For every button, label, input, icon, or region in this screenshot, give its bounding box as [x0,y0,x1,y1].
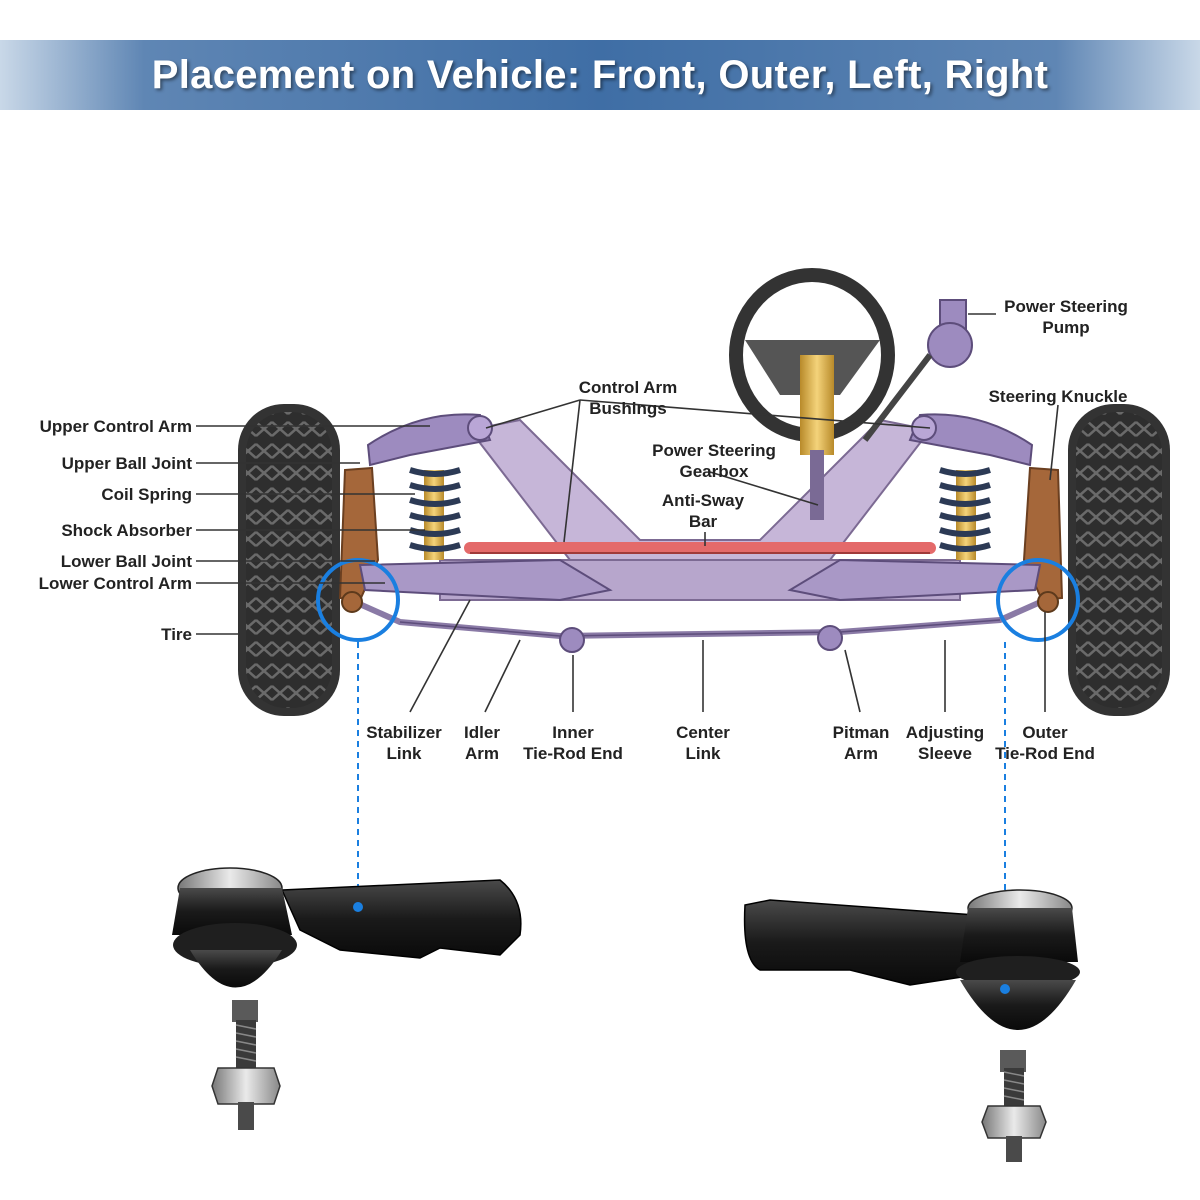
label-stabilizer-link-1: Stabilizer [366,723,442,742]
left-lower-control-arm [358,558,613,602]
label-power-steering-gearbox-1: Power Steering [652,441,776,460]
label-tire: Tire [161,625,192,644]
banner-title: Placement on Vehicle: Front, Outer, Left… [151,52,1049,97]
left-callouts: Upper Control Arm Upper Ball Joint Coil … [39,417,430,644]
label-pitman-arm-2: Arm [844,744,878,763]
label-upper-ball-joint: Upper Ball Joint [62,454,193,473]
label-lower-ball-joint: Lower Ball Joint [61,552,193,571]
label-inner-tie-rod-end-1: Inner [552,723,594,742]
label-steering-knuckle: Steering Knuckle [989,387,1128,406]
right-coil-spring [939,467,991,560]
label-center-link-2: Link [686,744,721,763]
label-power-steering-gearbox-2: Gearbox [680,462,750,481]
label-idler-arm-1: Idler [464,723,500,742]
label-shock-absorber: Shock Absorber [61,521,192,540]
top-callouts: Control Arm Bushings Power Steering Gear… [485,297,1128,546]
label-pitman-arm-1: Pitman [833,723,890,742]
label-anti-sway-bar-1: Anti-Sway [662,491,745,510]
bottom-callouts: Stabilizer Link Idler Arm Inner Tie-Rod … [366,599,1095,763]
label-control-arm-bushings-2: Bushings [589,399,666,418]
label-coil-spring: Coil Spring [101,485,192,504]
label-upper-control-arm: Upper Control Arm [40,417,192,436]
steering-wheel [729,268,895,520]
right-outer-tie-rod-highlight [996,558,1080,642]
label-outer-tie-rod-end-2: Tie-Rod End [995,744,1095,763]
left-upper-control-arm [366,413,492,467]
label-control-arm-bushings-1: Control Arm [579,378,678,397]
label-outer-tie-rod-end-1: Outer [1022,723,1068,742]
label-center-link-1: Center [676,723,730,742]
left-coil-spring [409,467,461,560]
left-tire [238,404,340,716]
label-anti-sway-bar-2: Bar [689,512,718,531]
power-steering-pump [862,299,973,442]
label-adjusting-sleeve-1: Adjusting [906,723,984,742]
label-lower-control-arm: Lower Control Arm [39,574,192,593]
label-power-steering-pump-2: Pump [1042,318,1089,337]
label-adjusting-sleeve-2: Sleeve [918,744,972,763]
title-banner: Placement on Vehicle: Front, Outer, Left… [0,40,1200,110]
label-power-steering-pump-1: Power Steering [1004,297,1128,316]
left-upper-bushing [467,415,493,441]
right-lower-control-arm [787,558,1042,602]
right-tie-rod-end-product [743,889,1080,1162]
left-tie-rod-end-product [172,867,522,1130]
label-inner-tie-rod-end-2: Tie-Rod End [523,744,623,763]
right-upper-control-arm [908,413,1034,467]
right-tire [1068,404,1170,716]
label-idler-arm-2: Arm [465,744,499,763]
label-stabilizer-link-2: Link [387,744,422,763]
left-outer-tie-rod-highlight [316,558,400,642]
